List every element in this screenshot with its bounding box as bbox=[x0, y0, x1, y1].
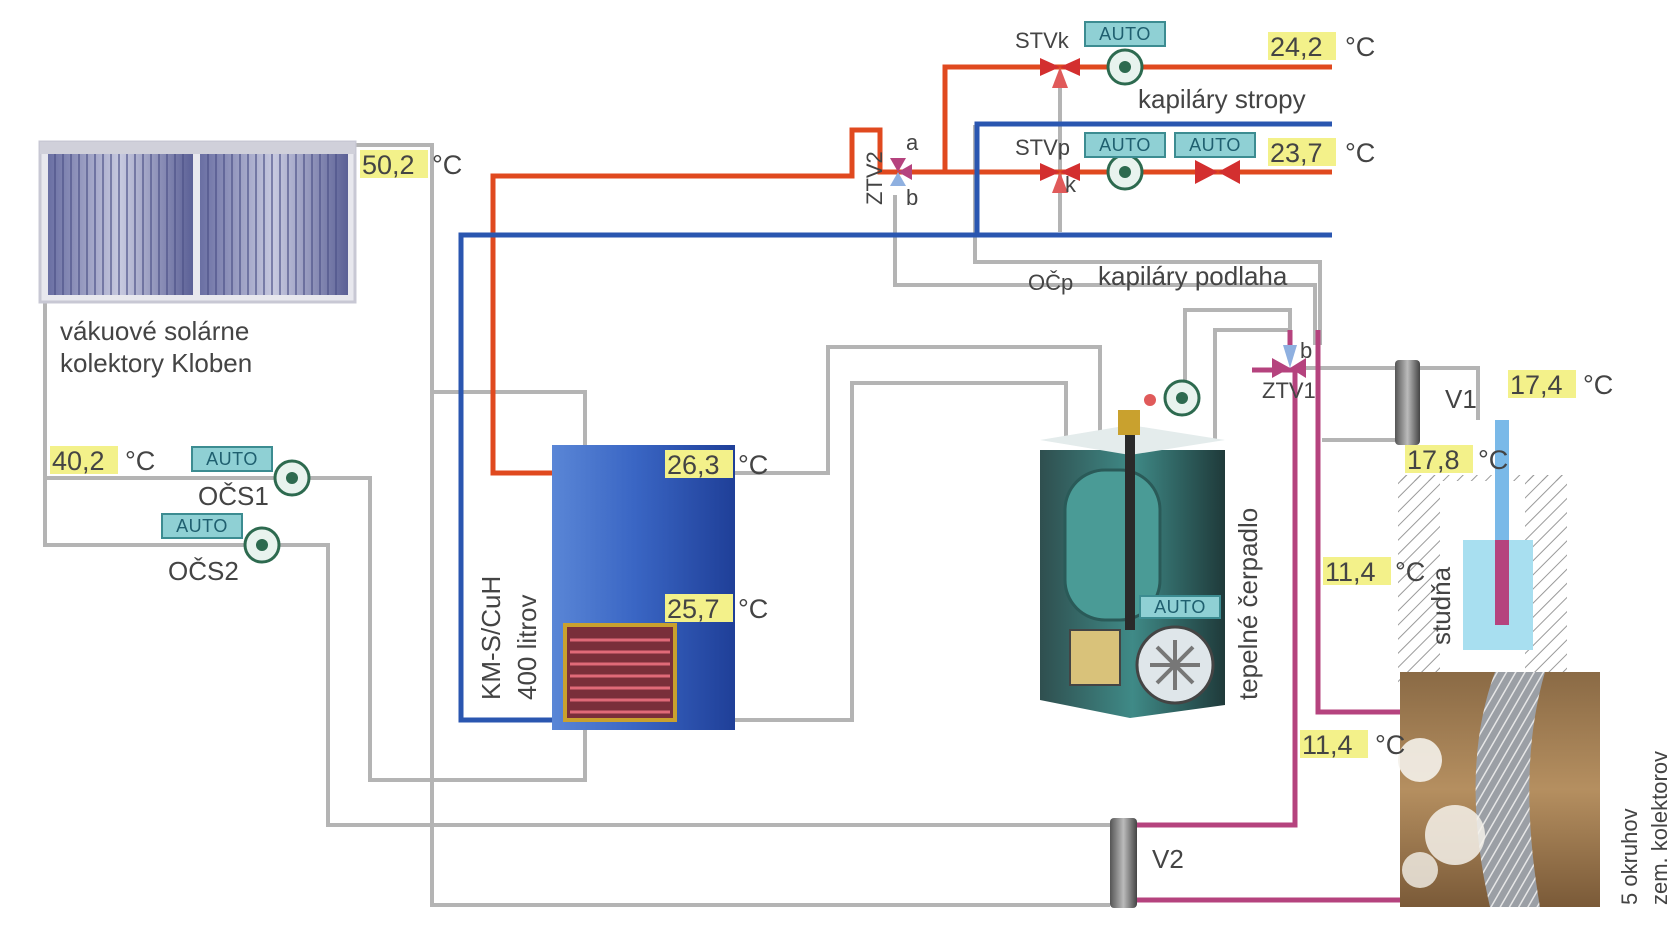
ocs1-label: OČS1 bbox=[198, 481, 269, 511]
stvk-valve[interactable] bbox=[1040, 58, 1080, 88]
collector-hot-pipe bbox=[330, 143, 1110, 907]
pump-icon-ocs2 bbox=[243, 526, 281, 564]
ztv2-label: ZTV2 bbox=[862, 151, 887, 205]
ocp-label: OČp bbox=[1028, 270, 1073, 295]
heat-pump-label: tepelné čerpadlo bbox=[1233, 508, 1263, 700]
auto-badge-stvp[interactable]: AUTO bbox=[1084, 132, 1166, 158]
well-label: studňa bbox=[1426, 566, 1456, 645]
pump-icon-stvp bbox=[1106, 153, 1144, 191]
kapilary-podlaha-label: kapiláry podlaha bbox=[1098, 261, 1288, 291]
svg-text:11,4: 11,4 bbox=[1325, 557, 1376, 587]
pump-icon-ocs1 bbox=[273, 459, 311, 497]
v1-label: V1 bbox=[1445, 384, 1477, 414]
cold-pipes bbox=[458, 121, 1332, 723]
ztv2-valve[interactable] bbox=[890, 158, 912, 186]
tank-top-to-hp-pipe bbox=[735, 345, 1102, 475]
kapilary-stropy-label: kapiláry stropy bbox=[1138, 84, 1306, 114]
ocs2-pipe bbox=[300, 543, 1110, 827]
svg-text:AUTO: AUTO bbox=[206, 449, 258, 469]
hp-to-ztv1-pipe bbox=[1213, 328, 1290, 440]
svg-text:40,2: 40,2 bbox=[52, 446, 105, 476]
v2-label: V2 bbox=[1152, 844, 1184, 874]
tank-bottom-to-hp-pipe bbox=[735, 381, 1068, 722]
temp-collector: 50,2 °C bbox=[360, 150, 462, 180]
svg-text:°C: °C bbox=[1345, 32, 1375, 62]
temp-solar-return: 40,2 °C bbox=[50, 446, 155, 476]
auto-badge-stvk[interactable]: AUTO bbox=[1084, 21, 1166, 47]
svg-text:AUTO: AUTO bbox=[1099, 135, 1151, 155]
ztv2-port-a: a bbox=[906, 130, 919, 155]
svg-text:25,7: 25,7 bbox=[667, 594, 720, 624]
svg-text:11,4: 11,4 bbox=[1302, 730, 1353, 760]
ocs2-label: OČS2 bbox=[168, 556, 239, 586]
temp-ground: 11,4 °C bbox=[1300, 730, 1405, 760]
ceiling-supply-pipe bbox=[942, 64, 1332, 172]
svg-text:23,7: 23,7 bbox=[1270, 138, 1323, 168]
well bbox=[1398, 420, 1567, 685]
svg-text:AUTO: AUTO bbox=[1099, 24, 1151, 44]
svg-text:°C: °C bbox=[125, 446, 155, 476]
collector-label-line1: vákuové solárne bbox=[60, 316, 249, 346]
svg-text:17,4: 17,4 bbox=[1510, 370, 1563, 400]
temp-floor: 23,7 °C bbox=[1268, 138, 1375, 168]
hot-pipes bbox=[490, 64, 1332, 476]
heat-pump bbox=[1040, 410, 1225, 718]
storage-tank bbox=[552, 445, 735, 730]
ztv2-port-b: b bbox=[906, 185, 918, 210]
collector-to-tank-pipe bbox=[432, 390, 587, 445]
stvp-port-k: k bbox=[1065, 172, 1077, 197]
tank-label-line2: 400 litrov bbox=[512, 595, 542, 701]
ceiling-return-pipe bbox=[974, 121, 1332, 235]
stvk-label: STVk bbox=[1015, 28, 1070, 53]
tank-label-line1: KM-S/CuH bbox=[476, 576, 506, 700]
hot-supply-pipe bbox=[490, 127, 1332, 476]
auto-badge-ocs2[interactable]: AUTO bbox=[161, 513, 243, 539]
solar-return-pipe bbox=[45, 476, 587, 782]
cold-return-pipe bbox=[458, 232, 1332, 723]
temp-ceiling: 24,2 °C bbox=[1268, 32, 1375, 62]
ground-collector bbox=[1398, 672, 1600, 907]
ztv1-label: ZTV1 bbox=[1262, 378, 1316, 403]
hp-sensor-pipe bbox=[1183, 308, 1292, 400]
ground-label-line1: 5 okruhov bbox=[1617, 808, 1642, 905]
ztv2-return-pipe bbox=[893, 195, 1317, 345]
ground-label-line2: zem. kolektorov bbox=[1647, 751, 1672, 905]
svg-text:°C: °C bbox=[1345, 138, 1375, 168]
svg-text:24,2: 24,2 bbox=[1270, 32, 1323, 62]
temp-tank-bottom: 25,7 °C bbox=[665, 594, 768, 624]
stvp-valve[interactable] bbox=[1040, 163, 1080, 193]
svg-text:17,8: 17,8 bbox=[1407, 445, 1460, 475]
svg-text:°C: °C bbox=[1395, 557, 1425, 587]
svg-text:°C: °C bbox=[432, 150, 462, 180]
stvp-label: STVp bbox=[1015, 135, 1070, 160]
temp-well: 11,4 °C bbox=[1323, 557, 1425, 587]
pump-icon-hp bbox=[1144, 379, 1201, 417]
auto-badge-heat-pump[interactable]: AUTO bbox=[1139, 595, 1221, 619]
temp-tank-top: 26,3 °C bbox=[665, 450, 768, 480]
svg-text:°C: °C bbox=[1478, 445, 1508, 475]
svg-text:26,3: 26,3 bbox=[667, 450, 720, 480]
temp-v1: 17,4 °C bbox=[1508, 370, 1613, 400]
pump-icon-stvk bbox=[1106, 48, 1144, 86]
v2-exchanger bbox=[1110, 818, 1137, 908]
v1-exchanger bbox=[1395, 360, 1420, 445]
svg-text:°C: °C bbox=[738, 594, 768, 624]
auto-badge-ocs1[interactable]: AUTO bbox=[191, 446, 273, 472]
svg-text:AUTO: AUTO bbox=[176, 516, 228, 536]
temp-well-top: 17,8 °C bbox=[1405, 445, 1508, 475]
auto-badge-floor[interactable]: AUTO bbox=[1174, 132, 1256, 158]
svg-text:50,2: 50,2 bbox=[362, 150, 415, 180]
ztv1-valve[interactable] bbox=[1272, 345, 1306, 378]
floor-valve[interactable] bbox=[1195, 160, 1240, 184]
svg-text:°C: °C bbox=[738, 450, 768, 480]
collector-label-line2: kolektory Kloben bbox=[60, 348, 252, 378]
svg-text:°C: °C bbox=[1375, 730, 1405, 760]
svg-text:°C: °C bbox=[1583, 370, 1613, 400]
svg-text:AUTO: AUTO bbox=[1154, 597, 1206, 617]
ztv1-port-b: b bbox=[1300, 338, 1312, 363]
svg-text:AUTO: AUTO bbox=[1189, 135, 1241, 155]
solar-collector bbox=[38, 140, 357, 304]
